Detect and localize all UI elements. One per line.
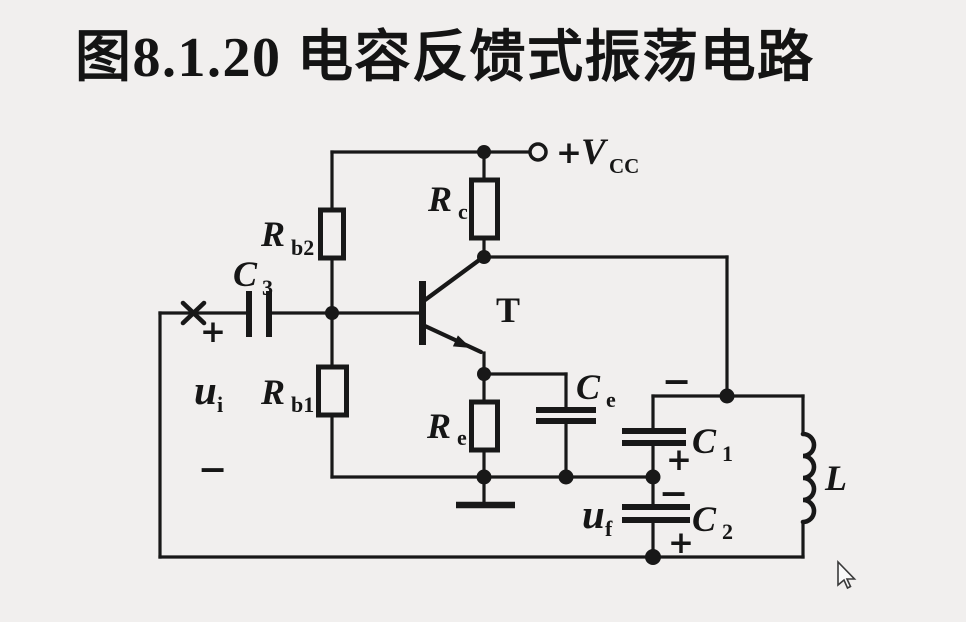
figure-title: 图8.1.20 电容反馈式振荡电路 bbox=[75, 27, 815, 89]
resistor-label: R bbox=[426, 406, 451, 446]
junction-dots bbox=[325, 145, 735, 565]
resistor-rb1: R b1 bbox=[260, 364, 349, 418]
capacitor-c1: − C 1 + bbox=[622, 361, 733, 478]
transistor-emitter-line bbox=[422, 323, 484, 355]
input-signal-ui: + u i − bbox=[194, 314, 227, 490]
inductor-coil bbox=[800, 431, 817, 525]
capacitor-c3: C 3 bbox=[233, 254, 273, 337]
resistor-label: R bbox=[260, 372, 285, 412]
capacitor-label-subscript: 1 bbox=[722, 441, 733, 466]
input-plus-sign: + bbox=[200, 314, 226, 350]
resistor-body bbox=[316, 364, 349, 418]
polarity-plus: + bbox=[666, 442, 692, 478]
transistor-collector-line bbox=[422, 255, 485, 303]
uf-label: u bbox=[582, 491, 605, 537]
resistor-label-subscript: b1 bbox=[291, 392, 314, 417]
polarity-plus: + bbox=[668, 525, 694, 561]
resistor-label: R bbox=[427, 179, 452, 219]
polarity-minus: − bbox=[659, 473, 688, 514]
inductor-label: L bbox=[824, 458, 847, 498]
input-minus-sign: − bbox=[198, 449, 227, 490]
transistor-t: T bbox=[419, 255, 520, 355]
resistor-body bbox=[318, 207, 346, 261]
capacitor-ce: C e bbox=[536, 367, 616, 424]
capacitor-label-subscript: 2 bbox=[722, 519, 733, 544]
junction-dot bbox=[325, 306, 339, 320]
capacitor-label: C bbox=[576, 367, 601, 407]
resistor-label-subscript: b2 bbox=[291, 235, 314, 260]
junction-dot bbox=[477, 367, 491, 381]
feedback-signal-uf: u f bbox=[582, 491, 613, 541]
transistor-label: T bbox=[496, 290, 520, 330]
inductor-l: L bbox=[800, 431, 847, 525]
resistor-label: R bbox=[260, 214, 285, 254]
junction-dot bbox=[558, 469, 574, 485]
transistor-emitter-arrow bbox=[452, 335, 471, 348]
junction-dot bbox=[645, 469, 661, 485]
ui-label-subscript: i bbox=[217, 392, 223, 417]
capacitor-label-subscript: 3 bbox=[262, 275, 273, 300]
junction-dot bbox=[645, 549, 661, 565]
capacitor-label: C bbox=[692, 499, 717, 539]
input-terminal-x-mark bbox=[180, 300, 207, 326]
vcc-label: V bbox=[581, 132, 609, 173]
vcc-label-subscript: CC bbox=[609, 154, 639, 178]
junction-dot bbox=[476, 469, 492, 485]
resistor-re: R e bbox=[426, 399, 500, 453]
resistor-body bbox=[469, 177, 500, 241]
ui-label: u bbox=[194, 367, 217, 413]
junction-dot bbox=[719, 388, 735, 404]
resistor-rc: R c bbox=[427, 177, 500, 241]
capacitor-label: C bbox=[692, 421, 717, 461]
resistor-body bbox=[469, 399, 500, 453]
terminal-circle-icon bbox=[528, 142, 548, 162]
capacitor-label: C bbox=[233, 254, 258, 294]
junction-dot bbox=[477, 145, 491, 159]
vcc-terminal: + V CC bbox=[528, 132, 639, 178]
resistor-rb2: R b2 bbox=[260, 207, 346, 261]
capacitor-label-subscript: e bbox=[606, 387, 616, 412]
polarity-minus: − bbox=[662, 361, 691, 402]
vcc-plus-sign: + bbox=[556, 135, 582, 171]
junction-dot bbox=[477, 250, 491, 264]
capacitor-c2: − C 2 + bbox=[622, 473, 733, 561]
mouse-cursor-icon bbox=[837, 560, 857, 590]
x-mark-stroke bbox=[180, 300, 207, 326]
resistor-label-subscript: c bbox=[458, 199, 468, 224]
uf-label-subscript: f bbox=[605, 516, 613, 541]
resistor-label-subscript: e bbox=[457, 425, 467, 450]
